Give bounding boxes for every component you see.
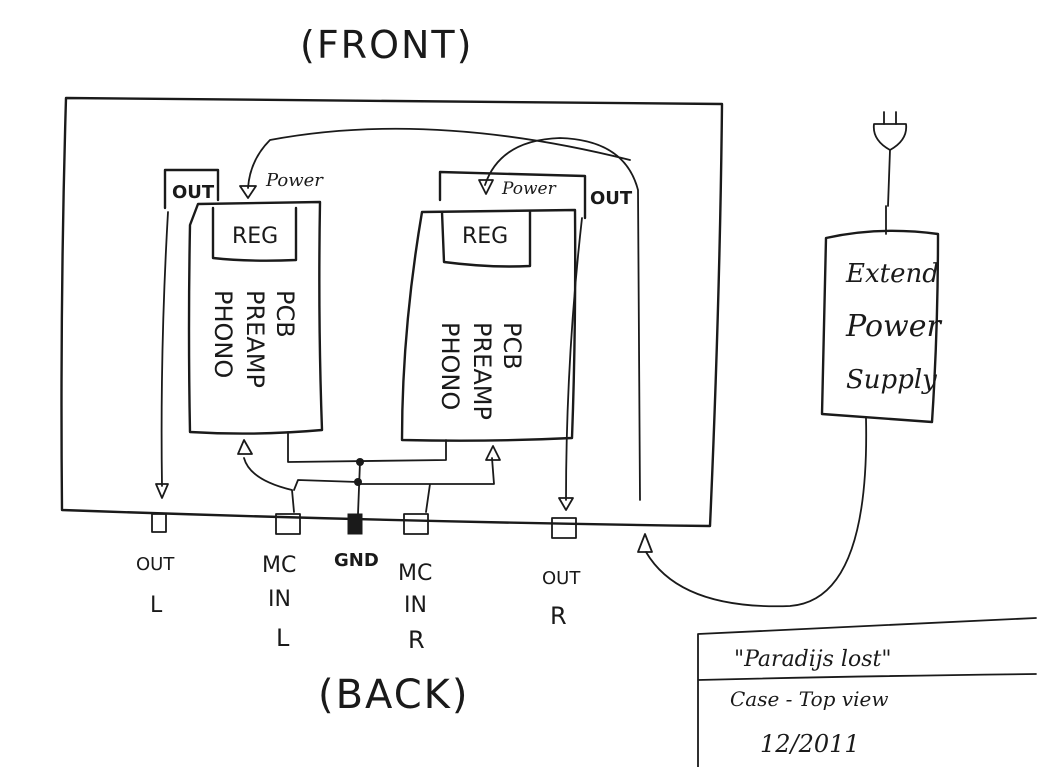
power-right-label: Power [501, 179, 557, 199]
right-pcb-line2: PREAMP [468, 322, 496, 420]
ground-drop [357, 461, 361, 515]
connector-out-r [551, 517, 577, 539]
psu-box [820, 229, 940, 424]
mc-in-l-line3: L [276, 624, 290, 652]
power-wire-right [484, 137, 641, 501]
mc-in-r-arrow [485, 445, 501, 461]
title-project: "Paradijs lost" [734, 647, 891, 672]
out-top-right-label: OUT [590, 188, 633, 209]
ground-bus [287, 431, 447, 463]
left-out-box [163, 168, 220, 210]
connector-mc-in-r [403, 513, 429, 535]
out-top-left-label: OUT [172, 182, 215, 203]
out-l-line1: OUT [136, 554, 175, 575]
right-power-bar [438, 170, 587, 220]
left-pcb-board [187, 200, 324, 435]
left-pcb-line2: PREAMP [241, 290, 269, 388]
power-arrow-left [239, 185, 257, 199]
left-reg-label: REG [232, 224, 278, 249]
out-l-line2: L [150, 593, 163, 618]
right-pcb-line3: PCB [498, 322, 526, 370]
mc-in-r-line3: R [408, 626, 425, 654]
mc-in-l-line1: MC [262, 553, 296, 578]
power-left-label: Power [265, 170, 324, 191]
out-r-arrow [558, 497, 574, 511]
title-block-frame [697, 617, 1037, 767]
right-reg-label: REG [462, 224, 508, 249]
psu-line2: Power [845, 309, 942, 344]
psu-output-cable [645, 417, 868, 608]
mc-in-r-wire [357, 457, 495, 513]
mc-in-l-wire [243, 457, 359, 513]
psu-cable-arrow [637, 533, 653, 553]
right-pcb-board [400, 208, 577, 442]
back-label: (BACK) [318, 672, 469, 718]
psu-line3: Supply [846, 365, 937, 395]
out-l-wire [160, 211, 169, 487]
connector-gnd [347, 513, 363, 535]
out-l-arrow [155, 483, 169, 499]
out-r-line1: OUT [542, 568, 581, 589]
power-wire-left [247, 127, 631, 189]
power-arrow-right [478, 179, 494, 195]
right-pcb-line1: PHONO [436, 322, 464, 410]
title-date: 12/2011 [760, 730, 860, 758]
out-r-line2: R [550, 602, 567, 630]
connector-out-l [151, 513, 167, 533]
power-plug-icon [872, 111, 908, 207]
title-description: Case - Top view [730, 687, 888, 711]
gnd-label: GND [334, 550, 379, 571]
left-pcb-line3: PCB [271, 290, 299, 338]
connector-mc-in-l [275, 513, 301, 535]
psu-line1: Extend [845, 259, 939, 289]
left-reg-box [211, 206, 298, 262]
out-r-wire [565, 217, 583, 501]
mc-in-r-line2: IN [404, 593, 427, 618]
mc-in-r-line1: MC [398, 561, 432, 586]
left-pcb-line1: PHONO [209, 290, 237, 378]
front-label: (FRONT) [300, 23, 473, 67]
right-reg-box [440, 210, 532, 268]
mc-in-l-line2: IN [268, 587, 291, 612]
ground-node-1 [356, 458, 364, 466]
case-outline [60, 96, 724, 528]
mc-in-l-arrow [237, 439, 253, 455]
